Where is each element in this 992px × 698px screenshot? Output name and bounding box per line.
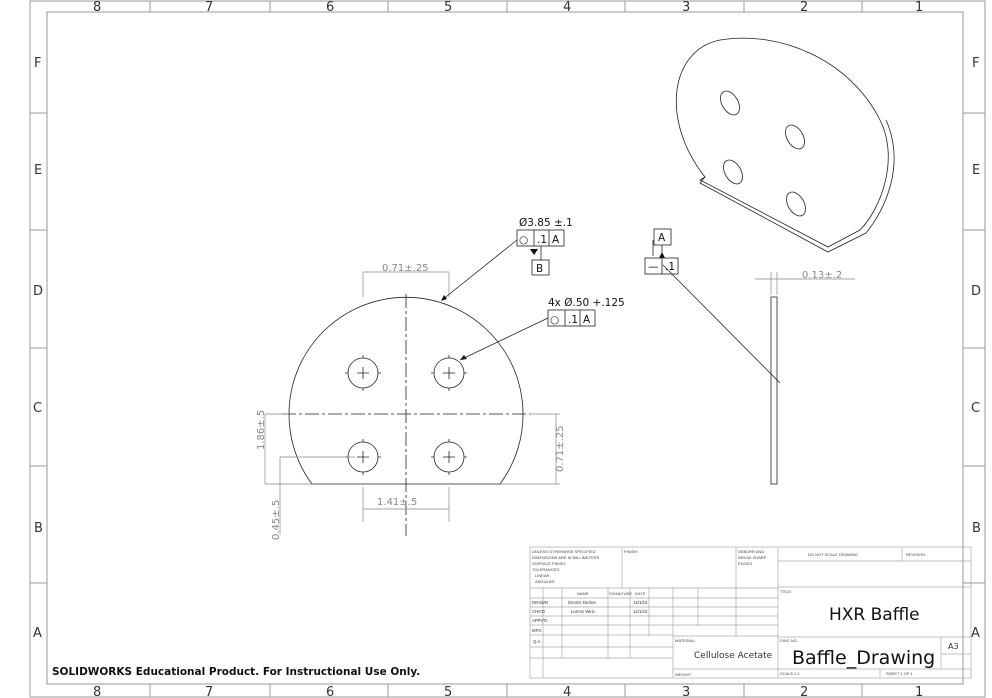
zone-labels-bottom: 8 7 6 5 4 3 2 1 <box>93 685 923 698</box>
datum-a: A <box>658 232 666 244</box>
zone-col: 5 <box>444 0 452 15</box>
datum-b: B <box>536 263 543 275</box>
flatness-tolerance: .1 <box>665 261 675 273</box>
row-date: 12/1/23 <box>633 609 648 614</box>
dim-top: 0.71±.25 <box>382 263 429 274</box>
zone-col: 6 <box>326 685 334 698</box>
title-block: UNLESS OTHERWISE SPECIFIED: DIMENSIONS A… <box>529 546 972 679</box>
note-line: DIMENSIONS ARE IN MILLIMETERS <box>532 555 600 560</box>
zone-row: A <box>33 626 42 641</box>
isometric-view <box>675 37 895 253</box>
fcf-symbol: ○ <box>550 314 559 326</box>
dim-right: 0.71±.25 <box>555 425 566 472</box>
weight-label: WEIGHT: <box>675 672 692 677</box>
fcf-datum: A <box>552 234 560 246</box>
row-role: DRAWN <box>532 600 548 605</box>
fcf-tolerance: .1 <box>537 234 547 246</box>
deburr-line: DEBURR AND <box>738 549 764 554</box>
zone-col: 4 <box>563 0 571 15</box>
side-view: 0.13±.2 <box>755 270 855 485</box>
note-line: ANGULAR: <box>535 579 555 584</box>
row-role: Q.A <box>533 639 541 644</box>
zone-row: C <box>971 401 980 416</box>
title-label: TITLE: <box>780 589 792 594</box>
notes: UNLESS OTHERWISE SPECIFIED: DIMENSIONS A… <box>532 549 600 584</box>
zone-row: D <box>33 284 43 299</box>
row-name: Dennis Decker <box>568 600 597 605</box>
drawing-title: HXR Baffle <box>829 605 920 625</box>
dwg-no: Baffle_Drawing <box>792 647 935 669</box>
revision-label: REVISION <box>906 552 925 557</box>
holes-callout: 4x Ø.50 +.125 <box>548 297 625 309</box>
front-view: 0.71±.25 1.41±.5 1.86±.5 0.45±.5 0.71±.2… <box>256 217 781 540</box>
zone-row: B <box>34 521 43 536</box>
zone-col: 1 <box>915 685 923 698</box>
zone-col: 3 <box>682 685 690 698</box>
deburr-line: EDGES <box>738 561 752 566</box>
note-line: SURFACE FINISH: <box>532 561 566 566</box>
fcf-datum: A <box>583 314 591 326</box>
zone-row: E <box>972 163 980 178</box>
zone-labels-right: F E D C B A <box>971 56 981 641</box>
zone-row: D <box>971 284 981 299</box>
scale: SCALE:2:1 <box>780 671 801 676</box>
zone-col: 7 <box>205 685 213 698</box>
zone-col: 6 <box>326 0 334 15</box>
dwg-no-label: DWG NO. <box>780 638 798 643</box>
zone-row: F <box>34 56 41 71</box>
zone-row: F <box>972 56 979 71</box>
outer-diameter: Ø3.85 ±.1 <box>519 217 573 229</box>
zone-col: 2 <box>800 0 808 15</box>
header-name: NAME <box>577 591 589 596</box>
watermark: SOLIDWORKS Educational Product. For Inst… <box>52 666 421 678</box>
inner-border <box>46 11 964 685</box>
zone-col: 1 <box>915 0 923 15</box>
outer-border <box>29 0 986 698</box>
material-value: Cellulose Acetate <box>694 651 773 661</box>
note-line: LINEAR: <box>535 573 551 578</box>
fcf-symbol: ○ <box>519 234 528 246</box>
header-signature: SIGNATURE <box>609 591 632 596</box>
fcf-tolerance: .1 <box>568 314 578 326</box>
note-line: TOLERANCES: <box>532 567 560 572</box>
do-not-scale: DO NOT SCALE DRAWING <box>808 552 858 557</box>
row-role: CHK'D <box>532 609 545 614</box>
flatness-symbol: — <box>648 261 659 273</box>
header-date: DATE <box>635 591 646 596</box>
zone-labels-left: F E D C B A <box>33 56 43 641</box>
dim-bottom-left: 0.45±.5 <box>271 500 282 540</box>
zone-col: 5 <box>444 685 452 698</box>
zone-col: 8 <box>93 685 101 698</box>
zone-row: A <box>971 626 980 641</box>
zone-col: 2 <box>800 685 808 698</box>
zone-col: 7 <box>205 0 213 15</box>
material-label: MATERIAL: <box>675 638 696 643</box>
row-name: Lorenz Weiz <box>571 609 595 614</box>
zone-col: 3 <box>682 0 690 15</box>
sheet-size: A3 <box>948 642 959 651</box>
row-role: APPV'D <box>532 618 547 623</box>
note-line: UNLESS OTHERWISE SPECIFIED: <box>532 549 597 554</box>
row-date: 12/1/23 <box>633 600 648 605</box>
zone-dividers <box>30 1 985 697</box>
dim-left: 1.86±.5 <box>256 410 267 450</box>
finish-label: FINISH: <box>624 549 638 554</box>
zone-labels-top: 8 7 6 5 4 3 2 1 <box>93 0 923 15</box>
zone-col: 4 <box>563 685 571 698</box>
zone-row: B <box>972 521 981 536</box>
dim-thickness: 0.13±.2 <box>802 270 842 281</box>
dim-spacing: 1.41±.5 <box>377 497 417 508</box>
zone-row: E <box>34 163 42 178</box>
row-role: MFG <box>532 628 542 633</box>
baffle-outline <box>288 296 524 485</box>
zone-col: 8 <box>93 0 101 15</box>
deburr-line: BREAK SHARP <box>738 555 767 560</box>
sheet-number: SHEET 1 OF 1 <box>886 671 913 676</box>
zone-row: C <box>33 401 42 416</box>
